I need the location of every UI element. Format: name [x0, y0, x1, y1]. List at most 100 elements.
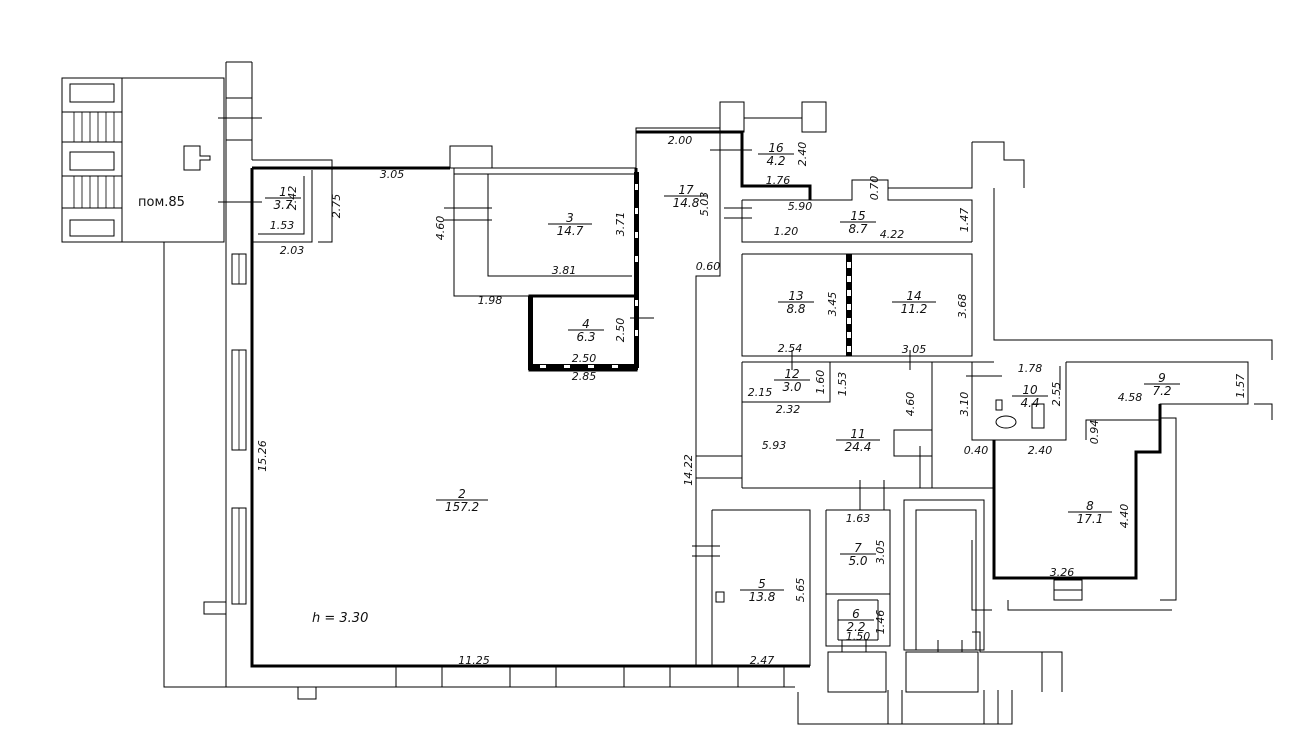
room-area: 4.2	[766, 154, 785, 168]
room-area: 13.8	[749, 590, 776, 604]
room-number: 15	[850, 209, 865, 223]
dimension-label: 4.58	[1118, 391, 1143, 404]
dimension-label: 11.25	[458, 654, 490, 667]
dimension-label: 2.54	[778, 342, 803, 355]
dimension-label: 15.26	[256, 440, 269, 472]
dimension-label: 2.47	[750, 654, 775, 667]
dimension-label: 2.00	[668, 134, 693, 147]
room-area: 3.7	[273, 198, 292, 212]
room-area: 2.2	[846, 620, 865, 634]
dimension-label: 2.85	[572, 370, 597, 383]
dimension-label: 1.53	[270, 219, 295, 232]
room-number: 2	[458, 487, 466, 501]
room-area: 6.3	[576, 330, 595, 344]
room-label-3: 314.7	[548, 211, 592, 238]
dimension-label: 3.05	[380, 168, 405, 181]
room-number: 3	[566, 211, 574, 225]
ceiling-height-label: h = 3.30	[312, 611, 368, 626]
dimension-label: 1.20	[774, 225, 799, 238]
dimension-label: 1.78	[1018, 362, 1043, 375]
dimension-label: 1.76	[766, 174, 791, 187]
building-outline	[163, 61, 1273, 725]
dimension-label: 5.90	[788, 200, 813, 213]
room-number: 16	[768, 141, 784, 155]
room-label-15: 158.7	[840, 209, 876, 236]
room-area: 157.2	[445, 500, 479, 514]
dimension-label: 1.57	[1234, 374, 1247, 399]
dimension-label: 3.10	[958, 392, 971, 417]
room-number: 8	[1086, 499, 1094, 513]
dimension-label: 2.40	[1028, 444, 1053, 457]
dimension-label: 4.60	[904, 392, 917, 417]
room-area: 14.7	[557, 224, 584, 238]
hatched-walls	[528, 172, 852, 370]
room-label-9: 97.2	[1144, 371, 1180, 398]
room-labels: 13.72157.2314.746.3513.862.275.0817.197.…	[265, 141, 1180, 634]
dimension-label: 2.75	[330, 194, 343, 219]
dimension-label: 1.47	[958, 208, 971, 233]
dimension-label: 0.94	[1088, 420, 1101, 445]
room-label-8: 817.1	[1068, 499, 1112, 526]
dimension-label: 3.81	[552, 264, 577, 277]
room-label-7: 75.0	[840, 541, 876, 568]
walls	[250, 130, 1249, 668]
room-label-12: 123.0	[774, 367, 810, 394]
dimension-label: 3.05	[874, 540, 887, 565]
dimension-label: 1.63	[846, 512, 871, 525]
dimension-label: 2.42	[286, 186, 299, 211]
room-area: 7.2	[1152, 384, 1171, 398]
staircase	[61, 77, 225, 243]
dimension-label: 2.50	[614, 318, 627, 343]
dimension-label: 14.22	[682, 454, 695, 486]
dimension-label: 2.50	[572, 352, 597, 365]
room-area: 5.0	[848, 554, 867, 568]
room-number: 1	[279, 185, 287, 199]
dimension-label: 4.60	[434, 216, 447, 241]
room-area: 8.7	[848, 222, 867, 236]
room-number: 4	[582, 317, 590, 331]
dimension-label: 3.71	[614, 212, 627, 237]
dimension-label: 1.98	[478, 294, 503, 307]
dimension-label: 0.60	[696, 260, 721, 273]
room-number: 9	[1158, 371, 1166, 385]
dimension-label: 1.53	[836, 372, 849, 397]
dimension-label: 1.60	[814, 370, 827, 395]
room-label-5: 513.8	[740, 577, 784, 604]
room-area: 4.4	[1020, 396, 1039, 410]
dimension-label: 4.22	[880, 228, 905, 241]
dimension-label: 0.40	[964, 444, 989, 457]
room-area: 24.4	[845, 440, 872, 454]
premises-label: пом.85	[138, 195, 185, 210]
dimension-label: 2.15	[748, 386, 773, 399]
room-number: 17	[678, 183, 694, 197]
room-label-6: 62.2	[838, 607, 874, 634]
room-number: 5	[758, 577, 766, 591]
room-number: 14	[906, 289, 921, 303]
room-label-10: 104.4	[1012, 383, 1048, 410]
dimension-label: 5.93	[762, 439, 787, 452]
dimension-label: 5.03	[698, 192, 711, 217]
dimension-label: 3.45	[826, 292, 839, 317]
room-label-16: 164.2	[758, 141, 794, 168]
room-number: 6	[852, 607, 860, 621]
room-area: 11.2	[901, 302, 928, 316]
dimension-label: 4.40	[1118, 504, 1131, 529]
room-area: 14.8	[673, 196, 700, 210]
room-number: 10	[1022, 383, 1038, 397]
dimension-label: 1.50	[846, 630, 871, 643]
room-area: 17.1	[1077, 512, 1104, 526]
dimension-label: 3.68	[956, 294, 969, 319]
dimension-label: 2.40	[796, 142, 809, 167]
room-number: 12	[784, 367, 799, 381]
room-label-13: 138.8	[778, 289, 814, 316]
room-number: 11	[850, 427, 865, 441]
room-area: 3.0	[782, 380, 801, 394]
dimension-label: 5.65	[794, 578, 807, 603]
